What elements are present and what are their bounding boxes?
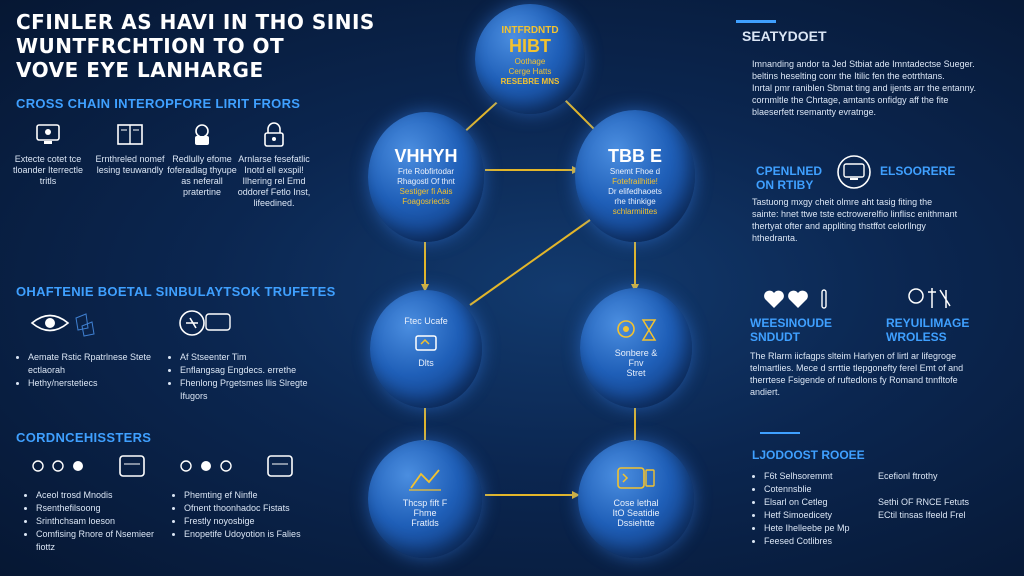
eye-icon (30, 313, 95, 337)
padlock-icon (264, 122, 284, 147)
lock-icon (195, 124, 209, 145)
right-heading-ljodoost: LJODOOST ROOEE (752, 448, 865, 462)
node-mid-right[interactable]: TBB E Snemt Fhoe d Fotefrailhitie! Dr el… (575, 110, 695, 242)
link-icon (179, 310, 231, 336)
feature-item-3: Redlully efome foferadlag thyupe as nefe… (162, 122, 242, 198)
feature-block-eye: Aemate Rstic Rpatrlnese Stete ectlaorah … (16, 306, 166, 390)
node-lower-right[interactable]: Sonbere & Fnv Stret (580, 288, 692, 408)
book-icon (117, 124, 143, 145)
right-text-3: The Rlarm iicfagps slteim Harlyen of lir… (750, 351, 964, 397)
monitor-icon (36, 124, 60, 144)
settings-icon (180, 455, 293, 477)
node-top-hibt[interactable]: INTFRDNTD HIBT Oothage Cerge Hatts RESEB… (475, 4, 585, 114)
terminal-icon (617, 467, 655, 489)
right-heading-weesinoude: WEESINOUDE SNDUDT (750, 316, 833, 344)
right-heading-seatydoet: SEATYDOET (742, 28, 827, 44)
node-lower-left[interactable]: Ftec Ucafe Dlts (370, 290, 482, 408)
feature-item-1: Extecte cotet tce tloander Iterrectle tr… (8, 122, 88, 187)
section-heading-ohaftenie: OHAFTENIE BOETAL SINBULAYTSOK TRUFETES (16, 284, 336, 299)
node-bottom-left[interactable]: Thcsp fift F Fhme Fratlds (368, 440, 482, 558)
feature-block-cordnce-2: Phemting ef Ninfle Ofnent thoonhadoc Fis… (172, 452, 322, 541)
right-heading-elsoorere: ELSOORERE (880, 164, 956, 178)
right-text-1: Imnanding andor ta Jed Stbiat ade Imntad… (752, 59, 976, 117)
feature-block-link: Af Stseenter Tim Enflangsag Engdecs. err… (168, 306, 318, 403)
right-bullets-left: F6t Selhsoremmt Cotennsblie Elsarl on Ce… (752, 470, 884, 548)
monitor-circle-icon (837, 155, 871, 189)
node-mid-left[interactable]: VHHYH Frte Robfirtodar Rhagostl Of thnt … (368, 112, 484, 242)
feature-item-4: Arnlarse fesefatlic Inotd ell exspil! Il… (234, 122, 314, 209)
feature-item-2: Ernthreled nomef lesing teuwandly (90, 122, 170, 176)
accent-line (736, 20, 776, 23)
tools-icon (908, 288, 951, 308)
section-heading-cordnce: CORDNCEHISSTERS (16, 430, 152, 445)
page-title: CFINLER AS HAVI IN THO SINIS WUNTFRCHTIO… (16, 10, 375, 82)
connector-midright-lowerleft (469, 219, 591, 306)
right-text-2: Tastuong mxgy cheit olmre aht tasig fiti… (752, 197, 958, 243)
gear-icon (617, 319, 657, 341)
chart-icon (409, 469, 441, 491)
right-heading-cpenlned: CPENLNED ON RTIBY (756, 164, 823, 192)
settings-icon (32, 455, 145, 477)
feature-block-cordnce-1: Aceol trosd Mnodis Rsenthefilsoong Srint… (24, 452, 174, 554)
node-bottom-right[interactable]: Cose lethal ItO Seatidie Dssiehtte (578, 440, 694, 558)
device-icon (415, 335, 437, 351)
right-bullets-right: Ecefionl ftrothy Sethi OF RNCE Fetuts EC… (878, 471, 970, 520)
accent-line-2 (760, 432, 800, 434)
right-heading-reyuilimage: REYUILIMAGE WROLESS (886, 316, 970, 344)
heart-icon (764, 289, 827, 309)
section-heading-cross-chain: CROSS CHAIN INTEROPFORE LIRIT FRORS (16, 96, 301, 111)
